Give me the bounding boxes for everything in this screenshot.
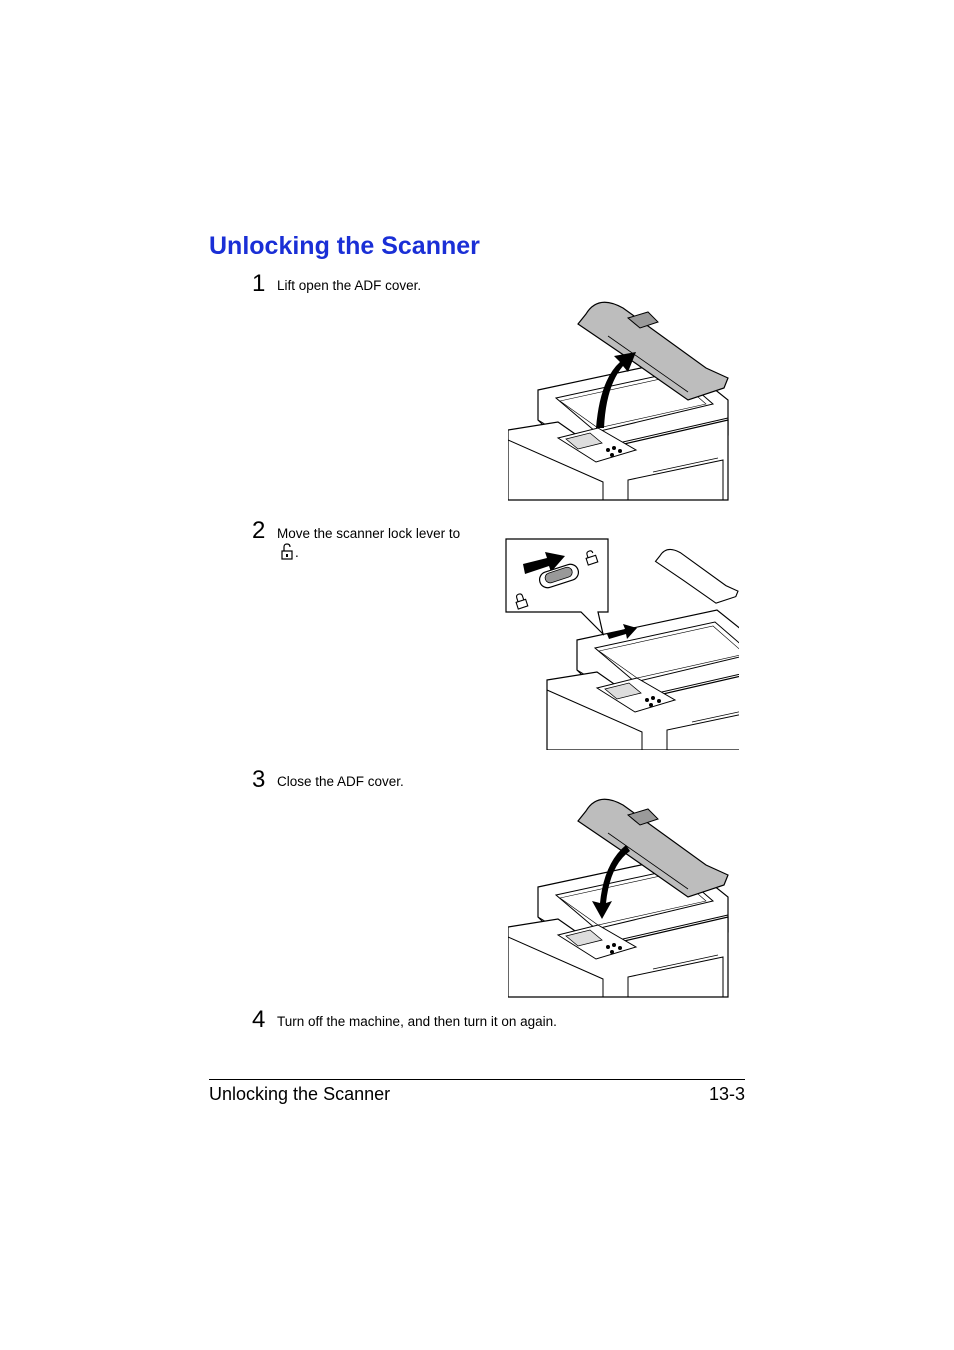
arrow-icon [596, 352, 636, 428]
locked-padlock-icon [515, 593, 529, 610]
step-2-text: Move the scanner lock lever to [277, 526, 461, 541]
footer-page-number: 13-3 [708, 1084, 745, 1104]
footer-section-title: Unlocking the Scanner [209, 1084, 391, 1104]
footer-divider [209, 1079, 745, 1080]
arrow-icon [607, 624, 637, 639]
arrow-icon [592, 845, 630, 919]
step-2-number: 2 [252, 517, 266, 544]
step-3-number: 3 [252, 766, 266, 793]
step-4-text: Turn off the machine, and then turn it o… [277, 1014, 557, 1029]
step-1-text: Lift open the ADF cover. [277, 278, 422, 293]
page-title: Unlocking the Scanner [209, 232, 480, 260]
illustration-scanner-lock-lever [505, 538, 739, 750]
step-4-number: 4 [252, 1006, 266, 1033]
unlocked-padlock-icon [281, 543, 293, 560]
unlocked-padlock-icon [585, 550, 599, 566]
illustration-close-adf-cover [508, 798, 729, 998]
step-3-text: Close the ADF cover. [277, 774, 404, 789]
step-2-text-suffix: . [295, 545, 299, 560]
arrow-icon [523, 552, 565, 574]
illustration-lift-adf-cover [508, 301, 729, 501]
step-1-number: 1 [252, 270, 266, 297]
